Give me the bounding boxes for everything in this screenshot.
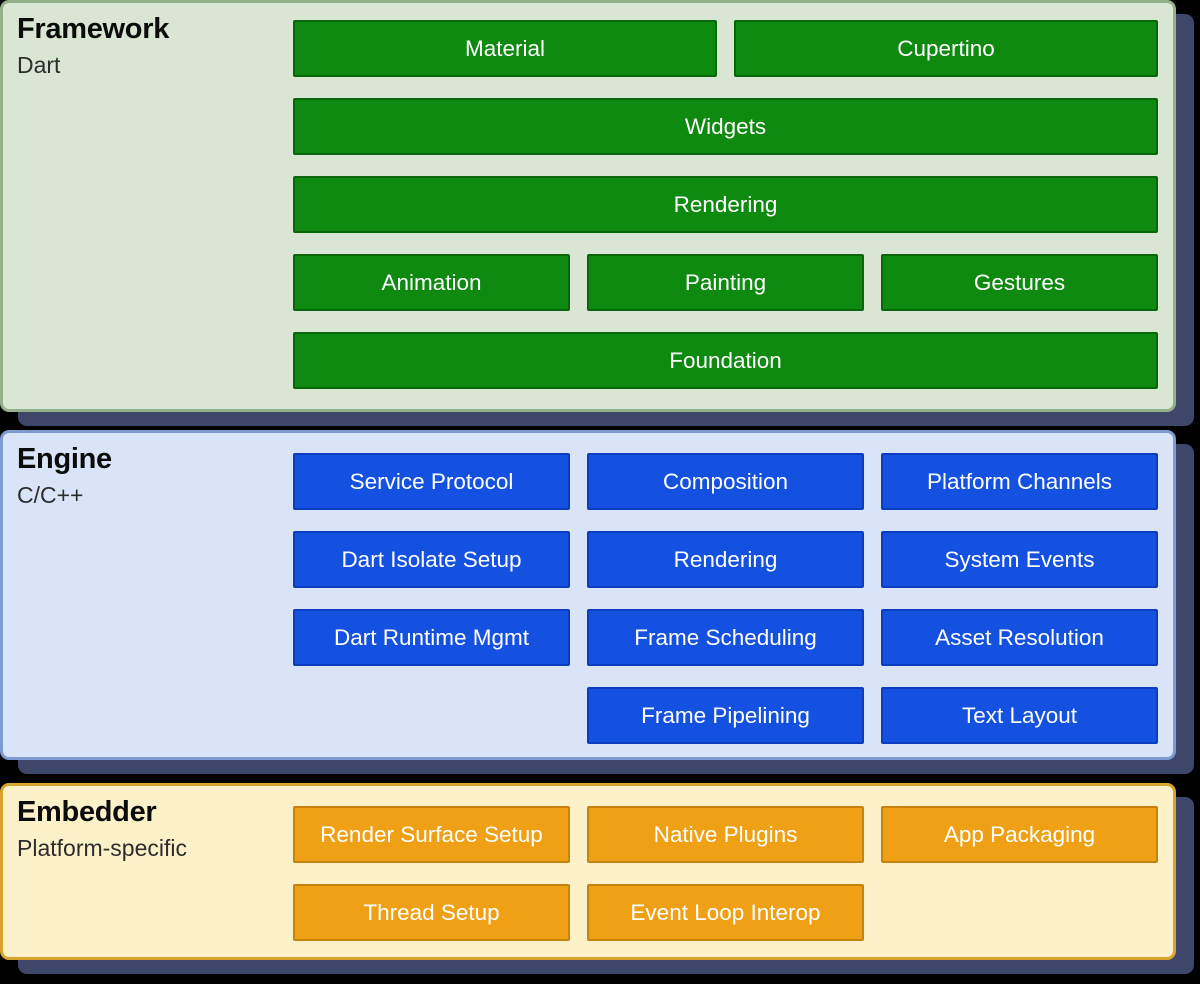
block-cupertino: Cupertino	[734, 20, 1158, 77]
engine-subtitle: C/C++	[17, 482, 84, 508]
block-row: Rendering	[293, 176, 1158, 233]
block-foundation: Foundation	[293, 332, 1158, 389]
block-native-plugins: Native Plugins	[587, 806, 864, 863]
block-frame-scheduling: Frame Scheduling	[587, 609, 864, 666]
block-row: Foundation	[293, 332, 1158, 389]
block-thread-setup: Thread Setup	[293, 884, 570, 941]
block-asset-resolution: Asset Resolution	[881, 609, 1158, 666]
framework-title: Framework	[17, 13, 170, 45]
engine-title: Engine	[17, 443, 112, 475]
engine-layer: Engine C/C++ Service Protocol Composition…	[0, 430, 1176, 760]
block-row: Service Protocol Composition Platform Chan…	[293, 453, 1158, 510]
block-composition: Composition	[587, 453, 864, 510]
embedder-label-column: Embedder Platform-specific	[3, 786, 293, 957]
block-row: Widgets	[293, 98, 1158, 155]
block-gestures: Gestures	[881, 254, 1158, 311]
embedder-subtitle: Platform-specific	[17, 835, 187, 861]
engine-label-column: Engine C/C++	[3, 433, 293, 757]
block-frame-pipelining: Frame Pipelining	[587, 687, 864, 744]
framework-subtitle: Dart	[17, 52, 61, 78]
block-event-loop-interop: Event Loop Interop	[587, 884, 864, 941]
block-row: Dart Isolate Setup Rendering System Events	[293, 531, 1158, 588]
block-platform-channels: Platform Channels	[881, 453, 1158, 510]
block-render-surface-setup: Render Surface Setup	[293, 806, 570, 863]
block-dart-runtime-mgmt: Dart Runtime Mgmt	[293, 609, 570, 666]
block-row: Animation Painting Gestures	[293, 254, 1158, 311]
embedder-layer: Embedder Platform-specific Render Surfac…	[0, 783, 1176, 960]
framework-label-column: Framework Dart	[3, 3, 293, 409]
embedder-title: Embedder	[17, 796, 157, 828]
embedder-blocks: Render Surface Setup Native Plugins App Pa…	[293, 786, 1173, 957]
block-rendering: Rendering	[293, 176, 1158, 233]
block-text-layout: Text Layout	[881, 687, 1158, 744]
block-widgets: Widgets	[293, 98, 1158, 155]
block-row: Thread Setup Event Loop Interop	[293, 884, 1158, 941]
block-row: Material Cupertino	[293, 20, 1158, 77]
block-system-events: System Events	[881, 531, 1158, 588]
block-service-protocol: Service Protocol	[293, 453, 570, 510]
block-painting: Painting	[587, 254, 864, 311]
block-row: Dart Runtime Mgmt Frame Scheduling Asset R…	[293, 609, 1158, 666]
block-animation: Animation	[293, 254, 570, 311]
block-row: Render Surface Setup Native Plugins App Pa…	[293, 806, 1158, 863]
block-material: Material	[293, 20, 717, 77]
block-app-packaging: App Packaging	[881, 806, 1158, 863]
block-rendering: Rendering	[587, 531, 864, 588]
block-row: Frame Pipelining Text Layout	[293, 687, 1158, 744]
engine-blocks: Service Protocol Composition Platform Chan…	[293, 433, 1173, 757]
block-dart-isolate-setup: Dart Isolate Setup	[293, 531, 570, 588]
